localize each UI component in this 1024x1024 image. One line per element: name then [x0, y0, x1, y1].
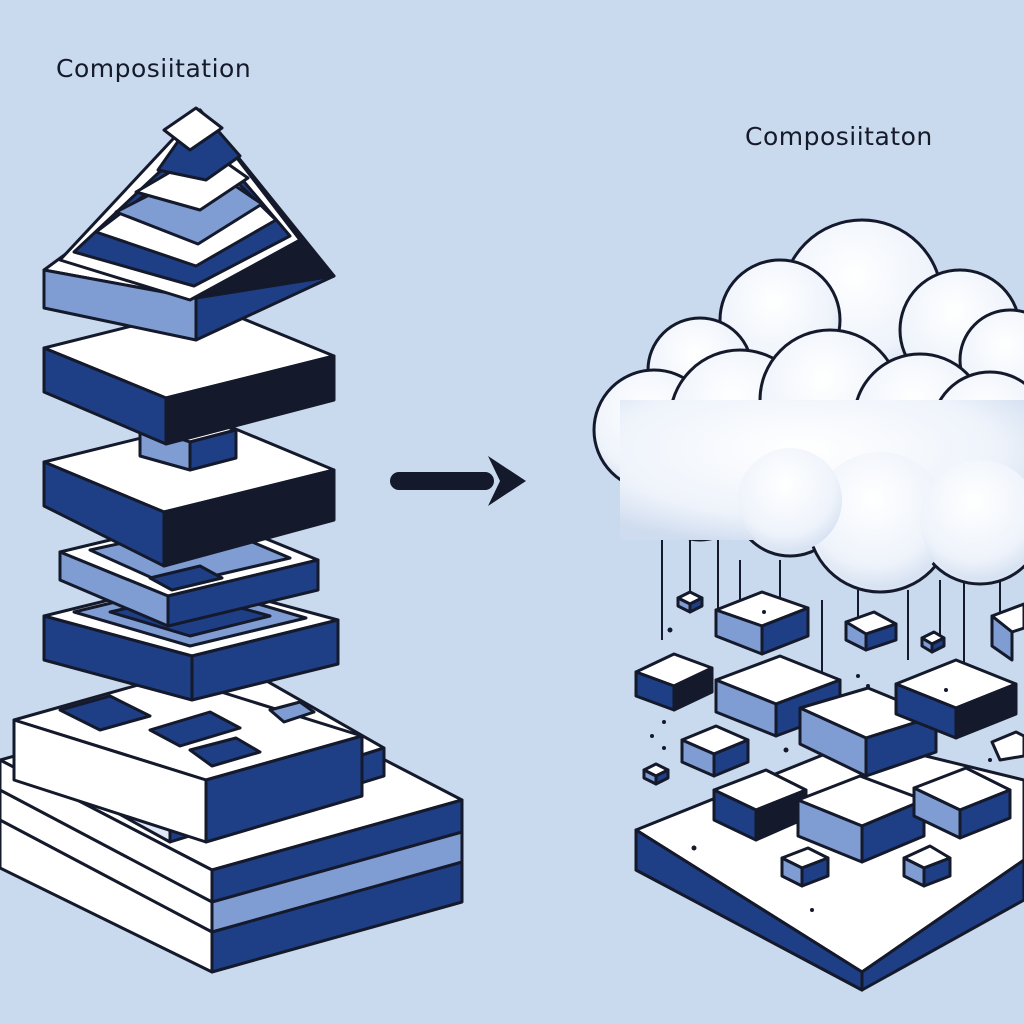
block — [990, 602, 1024, 662]
block — [920, 630, 946, 654]
block — [676, 590, 704, 614]
debris-dots — [650, 610, 992, 912]
tower-pyramid — [42, 106, 336, 342]
right-title: Composiitaton — [745, 122, 933, 151]
block — [894, 658, 1018, 740]
block — [712, 768, 808, 842]
rain-lines — [661, 520, 1001, 690]
block — [680, 724, 750, 778]
block — [714, 590, 810, 656]
layered-tower — [0, 106, 464, 974]
block — [780, 846, 830, 888]
tower-slab-top — [42, 304, 336, 446]
left-title: Composiitation — [56, 54, 252, 83]
cloud-icon — [592, 218, 1024, 594]
block — [844, 610, 898, 652]
block — [912, 766, 1012, 840]
block — [642, 762, 670, 786]
block — [902, 844, 952, 888]
block — [990, 730, 1024, 762]
arrow-right-icon — [390, 456, 526, 506]
tower-slab-cutout — [12, 674, 364, 844]
block — [634, 652, 714, 712]
block — [796, 774, 926, 864]
scattered-blocks — [634, 590, 1024, 888]
